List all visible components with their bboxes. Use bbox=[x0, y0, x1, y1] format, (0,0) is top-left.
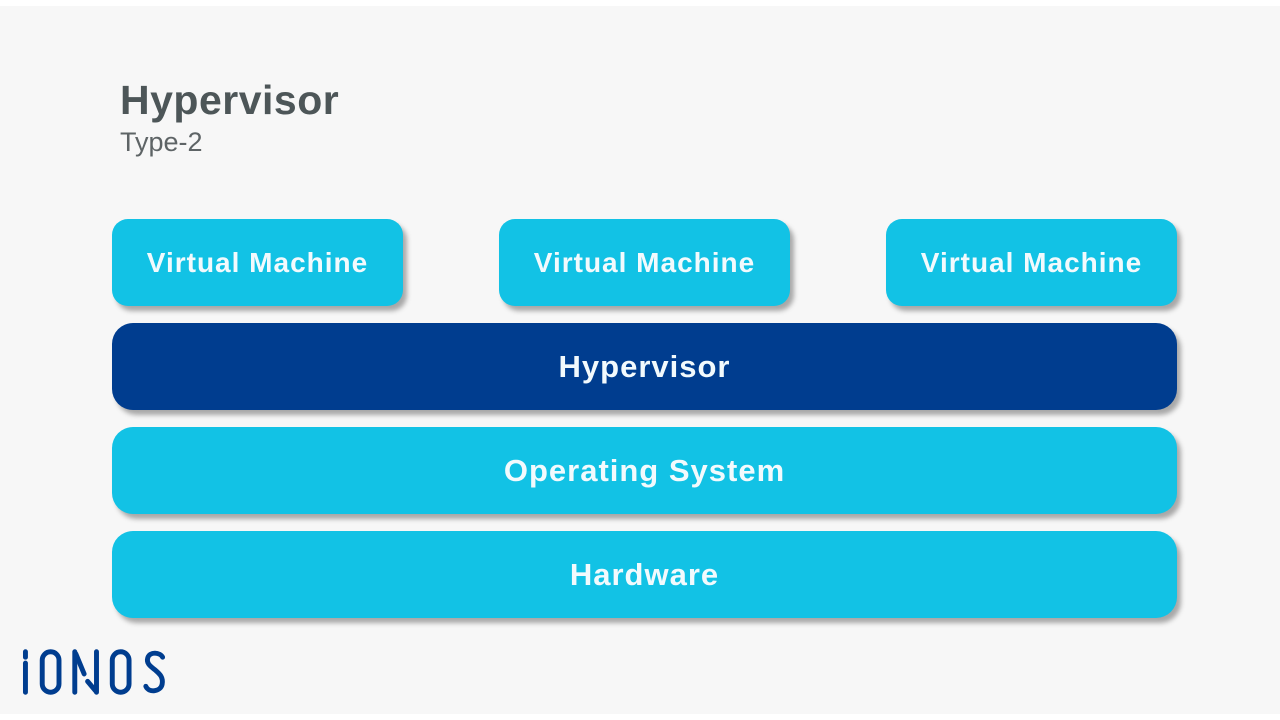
page-subtitle: Type-2 bbox=[120, 127, 203, 158]
virtual-machine-box: Virtual Machine bbox=[499, 219, 790, 306]
virtual-machine-box: Virtual Machine bbox=[886, 219, 1177, 306]
operating-system-layer: Operating System bbox=[112, 427, 1177, 514]
hypervisor-diagram: Virtual Machine Virtual Machine Virtual … bbox=[112, 219, 1177, 635]
virtual-machine-row: Virtual Machine Virtual Machine Virtual … bbox=[112, 219, 1177, 306]
bottom-border-strip bbox=[0, 714, 1280, 720]
top-border-strip bbox=[0, 0, 1280, 6]
page-title: Hypervisor bbox=[120, 77, 340, 123]
ionos-logo-graphic bbox=[22, 649, 166, 695]
virtual-machine-box: Virtual Machine bbox=[112, 219, 403, 306]
title-block: Hypervisor Type-2 bbox=[120, 77, 340, 158]
hypervisor-layer: Hypervisor bbox=[112, 323, 1177, 410]
ionos-logo bbox=[22, 649, 170, 695]
hardware-layer: Hardware bbox=[112, 531, 1177, 618]
